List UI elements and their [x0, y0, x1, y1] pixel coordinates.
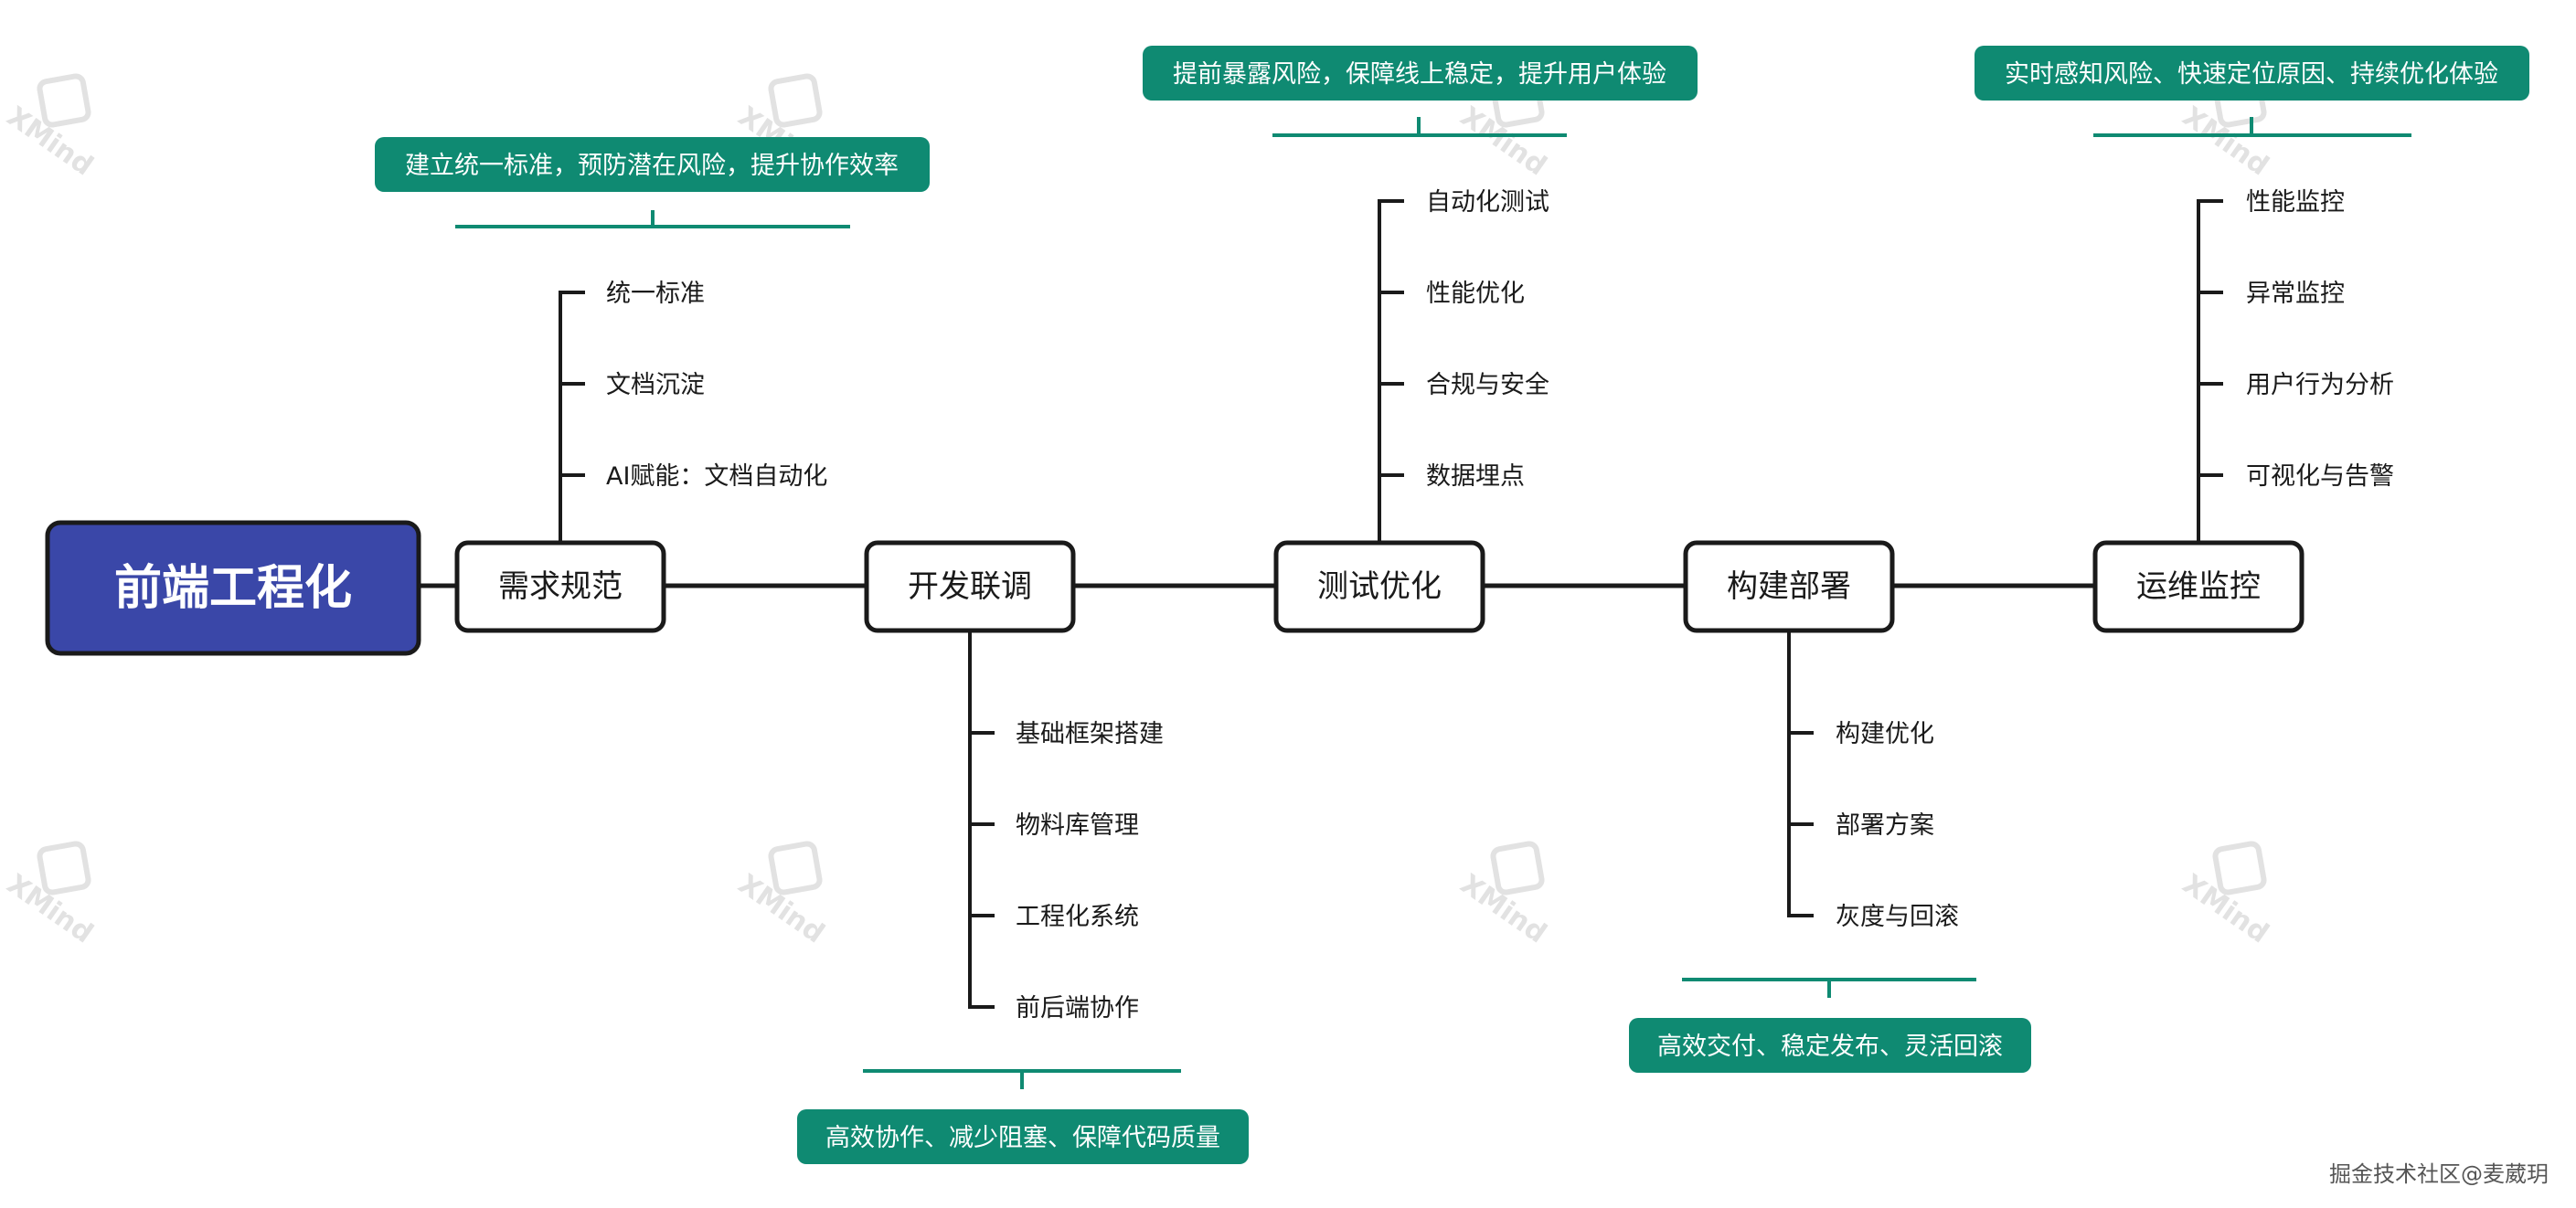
root-node[interactable]: 前端工程化 — [45, 520, 421, 656]
summary-label: 提前暴露风险，保障线上稳定，提升用户体验 — [1173, 60, 1666, 89]
leaf-item[interactable]: 性能优化 — [1426, 280, 1525, 308]
leaf-item[interactable]: 自动化测试 — [1426, 188, 1549, 217]
summary-box[interactable]: 高效协作、减少阻塞、保障代码质量 — [797, 1109, 1249, 1164]
leaf-item[interactable]: 灰度与回滚 — [1836, 903, 1959, 931]
stage-label: 测试优化 — [1317, 568, 1442, 605]
stage-node[interactable]: 测试优化 — [1273, 540, 1485, 633]
leaf-item[interactable]: 合规与安全 — [1426, 371, 1549, 399]
leaf-item[interactable]: 性能监控 — [2246, 188, 2345, 217]
watermark-brand: XMind — [1, 868, 99, 950]
watermark-brand: XMind — [732, 868, 830, 950]
leaf-item[interactable]: 可视化与告警 — [2246, 462, 2394, 491]
leaf-item[interactable]: 数据埋点 — [1426, 462, 1525, 491]
stage-development: 基础框架搭建 物料库管理 工程化系统 前后端协作 高效协作、减少阻塞、保障代码质… — [797, 540, 1249, 1164]
watermark-layer: XMind XMind XMind XMind XMind XMind XMin… — [1, 73, 2274, 950]
stage-label: 运维监控 — [2136, 568, 2261, 605]
watermark-brand: XMind — [2177, 101, 2274, 183]
stage-requirements: 统一标准 文档沉淀 AI赋能：文档自动化 建立统一标准，预防潜在风险，提升协作效… — [375, 137, 930, 633]
summary-bracket — [1272, 117, 1567, 137]
leaf-item[interactable]: 异常监控 — [2246, 280, 2345, 308]
watermark-logo-icon: XMind — [1, 841, 99, 950]
watermark-brand: XMind — [1, 101, 99, 183]
stage-node[interactable]: 运维监控 — [2092, 540, 2305, 633]
branch-lines — [559, 291, 585, 542]
summary-box[interactable]: 高效交付、稳定发布、灵活回滚 — [1629, 1018, 2031, 1073]
watermark-logo-icon: XMind — [732, 841, 830, 950]
watermark-brand: XMind — [1454, 101, 1552, 183]
stage-label: 开发联调 — [908, 568, 1032, 605]
leaf-item[interactable]: AI赋能：文档自动化 — [606, 462, 827, 491]
branch-lines — [1787, 630, 1814, 917]
leaf-item[interactable]: 文档沉淀 — [606, 371, 705, 399]
leaf-item[interactable]: 统一标准 — [606, 280, 705, 308]
branch-lines — [1378, 199, 1404, 542]
leaf-item[interactable]: 基础框架搭建 — [1016, 720, 1164, 748]
watermark-logo-icon: XMind — [1, 73, 99, 183]
stage-label: 构建部署 — [1727, 568, 1851, 605]
stage-testing: 自动化测试 性能优化 合规与安全 数据埋点 提前暴露风险，保障线上稳定，提升用户… — [1143, 46, 1698, 633]
footer-credit: 掘金技术社区@麦葳玥 — [2329, 1161, 2549, 1187]
stage-node[interactable]: 开发联调 — [864, 540, 1076, 633]
watermark-brand: XMind — [1454, 868, 1552, 950]
summary-bracket — [863, 1069, 1181, 1089]
summary-box[interactable]: 提前暴露风险，保障线上稳定，提升用户体验 — [1143, 46, 1698, 101]
branch-lines — [968, 630, 995, 1009]
leaf-item[interactable]: 物料库管理 — [1016, 811, 1139, 840]
summary-label: 建立统一标准，预防潜在风险，提升协作效率 — [405, 152, 899, 180]
watermark-logo-icon: XMind — [2177, 841, 2274, 950]
leaf-item[interactable]: 构建优化 — [1836, 720, 1934, 748]
watermark-brand: XMind — [2177, 868, 2274, 950]
leaf-item[interactable]: 用户行为分析 — [2246, 371, 2394, 399]
summary-bracket — [1682, 978, 1976, 998]
stage-node[interactable]: 需求规范 — [454, 540, 666, 633]
root-label: 前端工程化 — [114, 561, 352, 616]
leaf-item[interactable]: 工程化系统 — [1016, 903, 1139, 931]
summary-box[interactable]: 建立统一标准，预防潜在风险，提升协作效率 — [375, 137, 930, 192]
stage-node[interactable]: 构建部署 — [1683, 540, 1895, 633]
watermark-logo-icon: XMind — [1454, 841, 1552, 950]
summary-label: 高效交付、稳定发布、灵活回滚 — [1657, 1033, 2003, 1061]
summary-bracket — [2093, 117, 2411, 137]
summary-label: 实时感知风险、快速定位原因、持续优化体验 — [2005, 60, 2498, 89]
leaf-item[interactable]: 部署方案 — [1836, 811, 1934, 840]
stage-build-deploy: 构建优化 部署方案 灰度与回滚 高效交付、稳定发布、灵活回滚 构建部署 — [1629, 540, 2031, 1073]
summary-box[interactable]: 实时感知风险、快速定位原因、持续优化体验 — [1975, 46, 2529, 101]
summary-label: 高效协作、减少阻塞、保障代码质量 — [825, 1124, 1220, 1152]
stage-label: 需求规范 — [498, 568, 623, 605]
branch-lines — [2197, 199, 2223, 542]
stage-operations: 性能监控 异常监控 用户行为分析 可视化与告警 实时感知风险、快速定位原因、持续… — [1975, 46, 2529, 633]
leaf-item[interactable]: 前后端协作 — [1016, 994, 1139, 1023]
summary-bracket — [455, 210, 850, 228]
